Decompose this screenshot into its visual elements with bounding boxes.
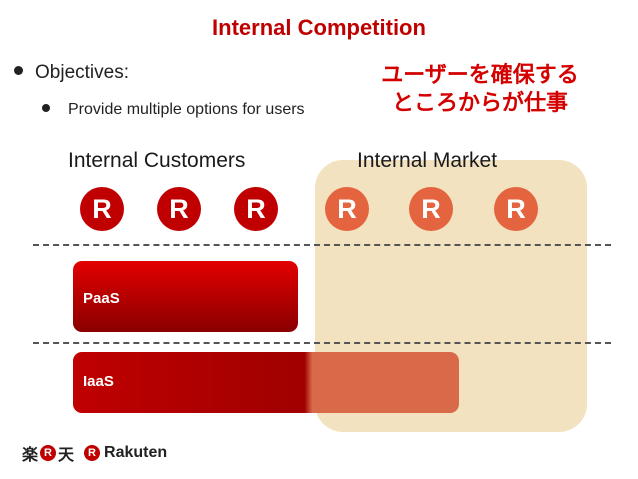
- footer-kanji-raku: 楽: [22, 445, 39, 464]
- rakuten-r-logo-icon: R: [157, 187, 201, 231]
- japanese-note: ユーザーを確保する ところからが仕事: [360, 62, 600, 118]
- japanese-note-line-2: ところからが仕事: [391, 91, 568, 116]
- bullet-dot-icon: [14, 66, 23, 76]
- footer-r-icon: R: [40, 445, 57, 461]
- paas-bar: PaaS: [73, 261, 298, 332]
- iaas-bar: IaaS: [73, 352, 459, 413]
- divider-dashed: [33, 342, 611, 344]
- internal-market-heading: Internal Market: [357, 149, 498, 172]
- divider-dashed: [33, 244, 611, 246]
- rakuten-r-logo-icon: R: [325, 187, 369, 231]
- rakuten-footer-logo: 楽 R 天 R Rakuten: [22, 440, 167, 466]
- bullet-dot-icon: [42, 104, 50, 113]
- rakuten-r-logo-icon: R: [80, 187, 124, 231]
- footer-brand-name: Rakuten: [104, 444, 168, 461]
- japanese-note-line-1: ユーザーを確保する: [381, 63, 579, 88]
- slide-title: Internal Competition: [212, 15, 426, 40]
- rakuten-r-logo-icon: R: [234, 187, 278, 231]
- internal-customers-heading: Internal Customers: [68, 149, 246, 172]
- bullet-objectives: Objectives:: [14, 62, 129, 84]
- rakuten-r-logo-icon: R: [409, 187, 453, 231]
- footer-r-icon: R: [84, 445, 101, 461]
- rakuten-r-logo-icon: R: [494, 187, 538, 231]
- bullet-objectives-text: Objectives:: [35, 62, 129, 83]
- footer-kanji-ten: 天: [58, 445, 75, 464]
- bullet-options-text: Provide multiple options for users: [68, 101, 305, 118]
- bullet-options: Provide multiple options for users: [42, 101, 305, 119]
